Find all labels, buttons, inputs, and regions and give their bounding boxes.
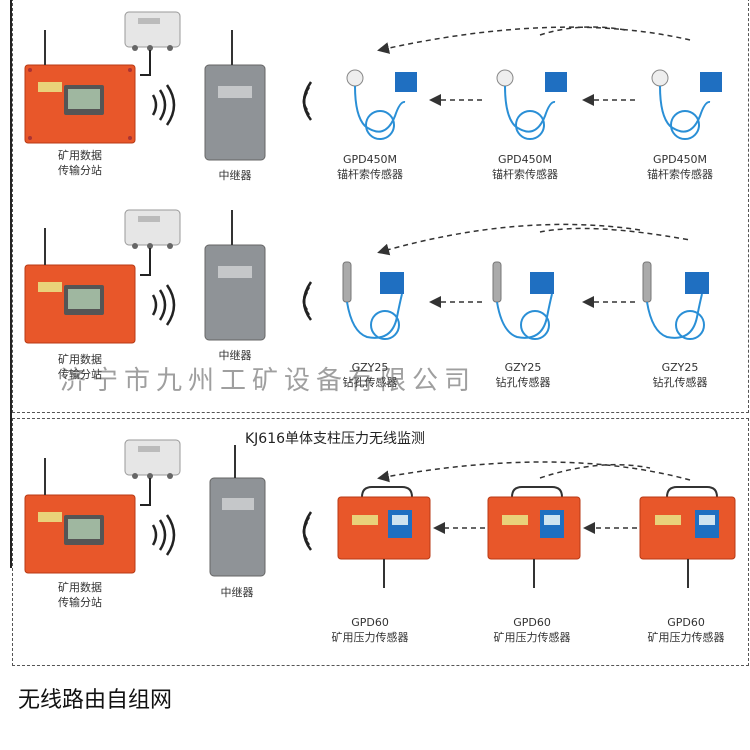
sensor-name: 矿用压力传感器 (647, 631, 725, 644)
sensor-r1-3-label: GPD450M 锚杆索传感器 (635, 152, 725, 182)
wifi-icon-2a (151, 284, 176, 326)
sensor-name: 钻孔传感器 (495, 376, 551, 389)
sensor-model: GZY25 (504, 361, 542, 374)
sensor-model: GPD60 (351, 616, 389, 629)
sensor-r2-1 (342, 261, 404, 340)
sensor-model: GPD450M (342, 153, 398, 166)
junction-box-1 (124, 11, 181, 76)
sensor-r3-1-label: GPD60 矿用压力传感器 (320, 615, 420, 645)
sensor-name: 钻孔传感器 (342, 376, 398, 389)
left-bracket-line (10, 0, 12, 568)
upper-dashed-frame (12, 0, 749, 413)
wifi-icon-3a (151, 514, 176, 556)
sensor-r2-2 (492, 261, 554, 340)
station-2 (24, 228, 136, 344)
wifi-icon-1a (151, 84, 176, 126)
arrow-r3-c (377, 461, 691, 483)
relay-1 (204, 30, 266, 161)
arrow-r2-c (539, 227, 691, 241)
sensor-model: GPD60 (513, 616, 551, 629)
sensor-name: 矿用压力传感器 (331, 631, 409, 644)
relay-3-label: 中继器 (220, 586, 254, 599)
station-2-label: 矿用数据 传输分站 (58, 353, 102, 381)
wifi-icon-2b (302, 281, 313, 321)
station-3 (24, 458, 136, 574)
sensor-name: 锚杆索传感器 (492, 168, 558, 181)
relay-3 (209, 445, 266, 577)
sensor-r2-2-label: GZY25 钻孔传感器 (478, 360, 568, 390)
station-3-label: 矿用数据 传输分站 (58, 581, 102, 609)
lower-dashed-frame (12, 418, 749, 666)
sensor-r3-1 (337, 486, 431, 588)
junction-box-3 (124, 439, 181, 506)
arrow-r3-d (539, 463, 651, 479)
sensor-r2-3-label: GZY25 钻孔传感器 (635, 360, 725, 390)
sensor-r3-2 (487, 486, 581, 588)
arrow-r1-c (539, 26, 626, 36)
section-title-kj616: KJ616单体支柱压力无线监测 (245, 431, 426, 447)
sensor-r1-1 (346, 69, 417, 140)
sensor-r3-3 (639, 486, 736, 588)
footer-title: 无线路由自组网 (18, 688, 173, 713)
sensor-model: GPD60 (667, 616, 705, 629)
sensor-r2-1-label: GZY25 钻孔传感器 (325, 360, 415, 390)
sensor-name: 锚杆索传感器 (647, 168, 713, 181)
sensor-name: 钻孔传感器 (652, 376, 708, 389)
sensor-r3-3-label: GPD60 矿用压力传感器 (636, 615, 736, 645)
sensor-r1-3 (651, 69, 722, 140)
watermark-text: 济宁市九州工矿设备有限公司 (60, 366, 477, 396)
sensor-r1-2-label: GPD450M 锚杆索传感器 (480, 152, 570, 182)
sensor-model: GZY25 (661, 361, 699, 374)
wifi-icon-3b (302, 511, 313, 551)
sensor-model: GPD450M (652, 153, 708, 166)
sensor-model: GPD450M (497, 153, 553, 166)
relay-1-label: 中继器 (218, 169, 252, 182)
sensor-r2-3 (642, 261, 709, 340)
relay-2-label: 中继器 (218, 349, 252, 362)
sensor-r1-1-label: GPD450M 锚杆索传感器 (325, 152, 415, 182)
sensor-name: 矿用压力传感器 (493, 631, 571, 644)
arrow-r2-d (377, 223, 641, 256)
sensor-r3-2-label: GPD60 矿用压力传感器 (482, 615, 582, 645)
station-1-label: 矿用数据 传输分站 (58, 149, 102, 177)
station-1 (24, 30, 136, 144)
junction-box-2 (124, 209, 181, 276)
relay-2 (204, 210, 266, 341)
arrow-r1-d (377, 26, 691, 54)
sensor-model: GZY25 (351, 361, 389, 374)
sensor-r1-2 (496, 69, 567, 140)
sensor-name: 锚杆索传感器 (337, 168, 403, 181)
wifi-icon-1b (302, 81, 313, 121)
